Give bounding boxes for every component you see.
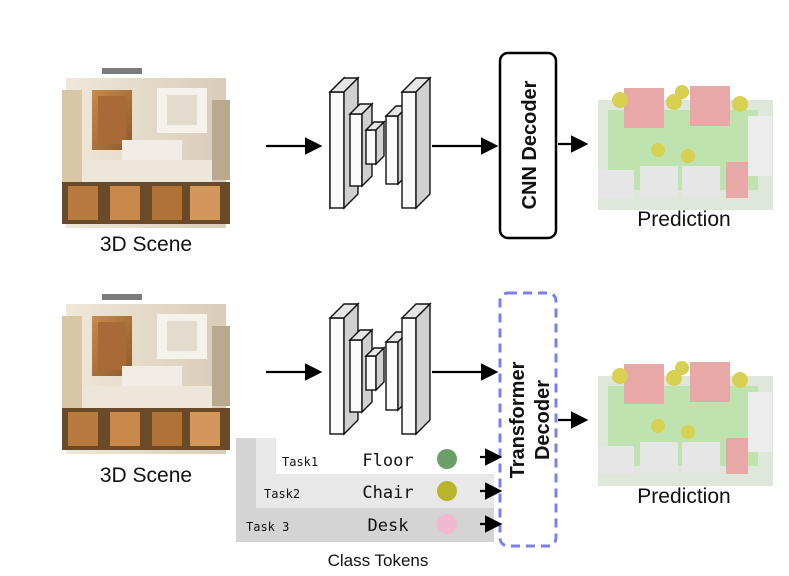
token-color-dot-chair (437, 481, 457, 501)
token-task-label: Task1 (282, 455, 318, 469)
scene-label-row1: 3D Scene (100, 233, 192, 256)
scene-label-row2: 3D Scene (100, 464, 192, 487)
token-color-dot-desk (437, 514, 457, 534)
unet-backbone-row1 (328, 76, 432, 210)
prediction-label-row1: Prediction (637, 208, 730, 231)
prediction-image-row2 (598, 361, 773, 486)
prediction-label-row2: Prediction (637, 485, 730, 508)
prediction-image-row1 (598, 85, 773, 210)
scene-image-row1 (62, 68, 230, 228)
transformer-decoder-label-line2: Decoder (532, 380, 554, 460)
transformer-decoder-box: Transformer Decoder (498, 291, 558, 548)
token-task-label: Task 3 (246, 520, 289, 534)
token-class-label: Desk (368, 516, 409, 536)
scene-image-row2 (62, 294, 230, 454)
token-class-label: Chair (362, 483, 413, 503)
cnn-decoder-box: CNN Decoder (498, 51, 558, 240)
transformer-decoder-label-line1: Transformer (507, 361, 529, 478)
token-class-label: Floor (362, 451, 413, 471)
token-task-label: Task2 (264, 487, 300, 501)
unet-backbone-row2 (328, 302, 432, 436)
class-tokens-caption: Class Tokens (328, 551, 429, 570)
class-tokens-panel: Task1 Floor Task2 Chair Task 3 Desk Clas… (236, 438, 503, 570)
token-color-dot-floor (437, 449, 457, 469)
cnn-decoder-label: CNN Decoder (519, 80, 541, 209)
token-layer-task1 (276, 438, 494, 474)
